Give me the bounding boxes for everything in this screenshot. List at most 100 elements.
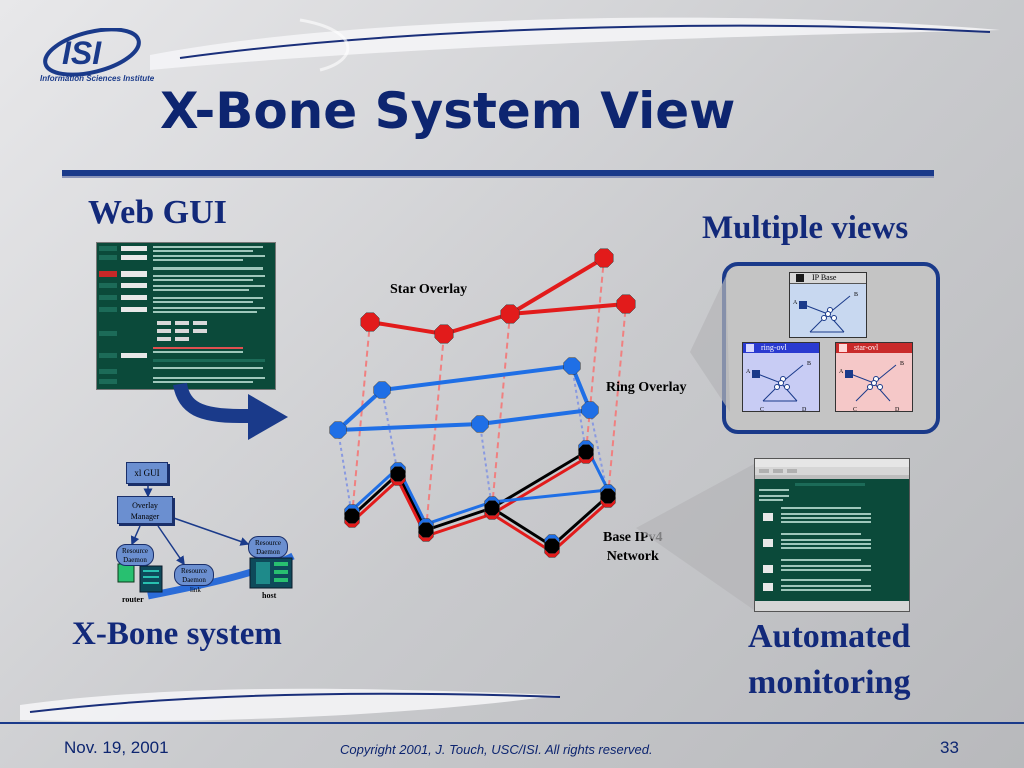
footer-page-number: 33: [940, 738, 959, 757]
curved-arrow-icon: [173, 382, 288, 440]
ring-overlay-line: [336, 363, 593, 432]
star-link-line: [585, 257, 605, 453]
window-menu-icon[interactable]: [746, 344, 754, 352]
base-node: [544, 538, 560, 554]
automated-label-line2: monitoring: [748, 664, 911, 701]
web-gui-label: Web GUI: [88, 194, 227, 231]
mini-graph-edge: [801, 303, 829, 315]
isi-logo-subtitle: Information Sciences Institute: [40, 74, 155, 83]
router-label: router: [122, 595, 144, 604]
monitoring-screenshot-content: [755, 459, 909, 611]
base-network-line: [350, 471, 609, 548]
mini-graph-node: [877, 384, 883, 390]
window-menu-icon[interactable]: [839, 344, 847, 352]
resource-daemon-line2: Daemon: [256, 548, 280, 556]
automated-label-line1: Automated: [748, 618, 911, 655]
star-overlay-line: [509, 302, 627, 316]
isi-logo: ISI Information Sciences Institute: [40, 27, 154, 90]
ip-base-title: IP Base: [812, 273, 837, 282]
ring-node: [471, 415, 489, 433]
ring-link-line: [479, 423, 493, 509]
star-link-line: [351, 321, 371, 517]
base-node: [484, 500, 500, 516]
base-node: [344, 508, 360, 524]
isi-logo-text: ISI: [62, 35, 102, 71]
node-square: [799, 301, 807, 309]
star-link-line: [425, 333, 445, 531]
star-node: [616, 294, 636, 314]
node-square: [845, 370, 853, 378]
mini-graph-node: [821, 315, 827, 321]
footer-rule: [0, 722, 1024, 724]
mini-graph-node: [774, 384, 780, 390]
star-node: [500, 304, 520, 324]
monitor-connector: [636, 464, 754, 610]
mini-graph-label-a: A: [793, 300, 798, 306]
base-node: [418, 522, 434, 538]
footer-date: Nov. 19, 2001: [64, 738, 169, 757]
node-square: [752, 370, 760, 378]
star-link-line: [491, 313, 511, 509]
star-link-line: [607, 303, 627, 497]
ring-link-line: [571, 365, 587, 453]
xbone-architecture: [117, 482, 295, 600]
page-title: X-Bone System View: [160, 82, 736, 140]
monitoring-screenshot: [754, 458, 910, 612]
ring-node: [563, 357, 581, 375]
automated-monitoring-label: Automated monitoring: [748, 614, 910, 706]
mini-graph-node: [867, 384, 873, 390]
title-underline-shadow: [62, 176, 934, 178]
star-node: [434, 324, 454, 344]
ring-link-line: [337, 429, 353, 517]
base-node: [390, 466, 406, 482]
overlay-manager-box: Overlay Manager: [117, 496, 173, 524]
base-node: [578, 444, 594, 460]
mini-graph-node: [784, 384, 790, 390]
resource-daemon-line2: Daemon: [123, 556, 147, 564]
mini-graph-label-b: B: [854, 292, 858, 298]
mini-graph-label-d: D: [802, 407, 807, 411]
star-node: [594, 248, 614, 268]
mini-graph-edge: [873, 382, 891, 402]
resource-daemon-line1: Resource: [254, 539, 282, 547]
resource-daemon-link: Resource Daemon: [174, 564, 214, 586]
ring-node: [329, 421, 347, 439]
star-ovl-title: star-ovl: [854, 343, 879, 352]
window-menu-icon[interactable]: [796, 274, 804, 282]
mini-graph-label-c: C: [853, 407, 857, 411]
overlay-manager-line1: Overlay: [132, 501, 158, 510]
views-panel-connector: [690, 276, 730, 412]
overlay-manager-line2: Manager: [130, 512, 160, 521]
mini-graph-node: [871, 380, 877, 386]
resource-daemon-line1: Resource: [121, 547, 149, 555]
mini-graph-edge: [827, 313, 845, 333]
star-node: [360, 312, 380, 332]
mini-graph-label-a: A: [839, 369, 844, 375]
mini-graph-label-b: B: [807, 361, 811, 367]
resource-daemon-host: Resource Daemon: [248, 536, 288, 558]
mini-graph-node: [778, 380, 784, 386]
resource-daemon-router: Resource Daemon: [116, 544, 154, 566]
mini-graph-label-c: C: [760, 407, 764, 411]
mini-graph-edge: [780, 382, 798, 402]
web-gui-screenshot-content: [97, 243, 275, 389]
xl-gui-box: xl GUI: [126, 462, 168, 484]
base-ipv4-line2: Network: [606, 549, 659, 564]
star-overlay-line: [369, 256, 606, 337]
host-label: host: [262, 591, 277, 600]
xbone-system-label: X-Bone system: [72, 616, 282, 652]
mini-graph-node: [831, 315, 837, 321]
multiple-views-label: Multiple views: [702, 210, 909, 246]
web-gui-screenshot: [96, 242, 276, 390]
ring-node: [581, 401, 599, 419]
footer-copyright: Copyright 2001, J. Touch, USC/ISI. All r…: [340, 742, 653, 757]
mini-graph-label-b: B: [900, 361, 904, 367]
mini-graph-node: [825, 311, 831, 317]
